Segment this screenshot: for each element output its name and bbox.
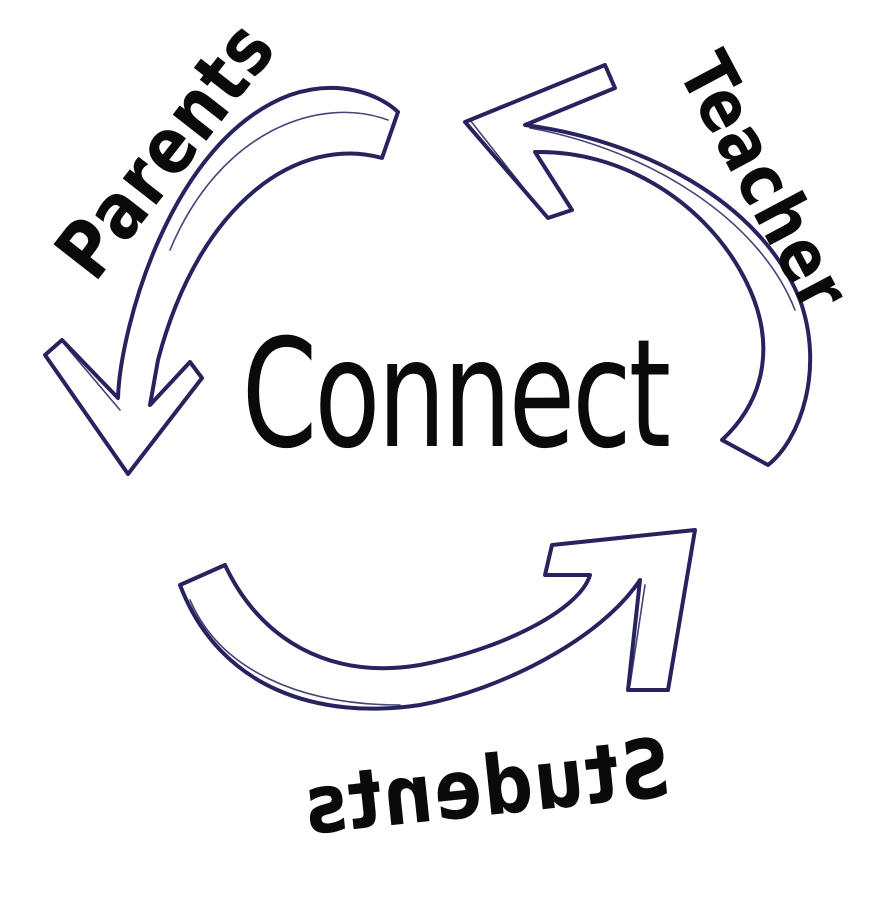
students-arrow-icon xyxy=(178,528,697,711)
teacher-arrow-icon xyxy=(463,63,813,467)
connect-title: Connect xyxy=(241,308,671,482)
parents-arrow-icon xyxy=(43,86,400,476)
